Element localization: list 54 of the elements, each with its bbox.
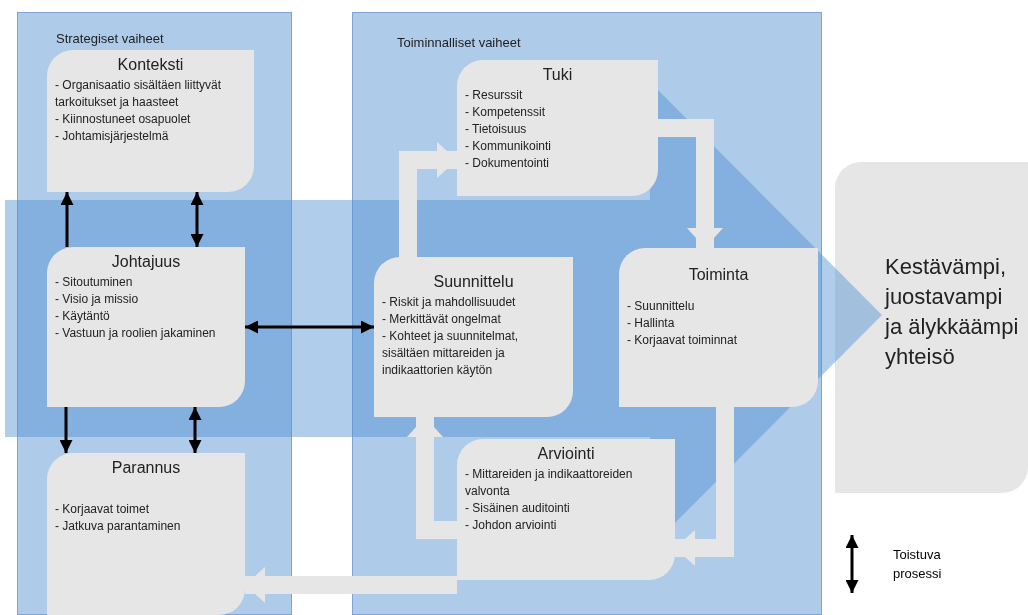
phase-panel	[352, 12, 822, 615]
block-arrow	[675, 407, 734, 566]
list-item: - Sitoutuminen	[55, 274, 134, 291]
process-box	[374, 257, 573, 417]
list-item: - Dokumentointi	[465, 155, 551, 172]
list-item: - Sisäinen auditointi	[465, 500, 571, 517]
process-box	[619, 248, 818, 407]
process-box	[457, 60, 658, 196]
block-arrow	[188, 407, 202, 453]
outcome-box	[835, 162, 1028, 493]
box-heading: Arviointi	[536, 445, 596, 463]
block-arrow	[59, 407, 73, 453]
list-item: - Johdon arviointi	[465, 517, 558, 534]
panel-title: Toiminnalliset vaiheet	[397, 35, 521, 50]
list-item: - Suunnittelu	[627, 298, 696, 315]
block-arrow	[60, 192, 74, 247]
box-heading: Suunnittelu	[432, 273, 515, 291]
list-item: - Organisaatio sisältäen liittyvät tarkoitukset ja haasteet	[55, 77, 223, 111]
list-item: - Visio ja missio	[55, 291, 140, 308]
process-box	[47, 453, 245, 615]
block-arrow	[399, 142, 457, 257]
list-item: - Käytäntö	[55, 308, 111, 325]
panel-title: Strategiset vaiheet	[56, 31, 164, 46]
process-box	[457, 439, 675, 580]
list-item: - Tietoisuus	[465, 121, 528, 138]
list-item: - Merkittävät ongelmat	[382, 311, 502, 328]
block-arrow	[658, 119, 723, 248]
list-item: - Kiinnostuneet osapuolet	[55, 111, 192, 128]
list-item: - Kompetenssit	[465, 104, 547, 121]
box-heading: Tuki	[541, 66, 574, 84]
list-item: - Resurssit	[465, 87, 524, 104]
list-item: - Hallinta	[627, 315, 676, 332]
list-item: - Riskit ja mahdollisuudet	[382, 294, 517, 311]
box-heading: Johtajuus	[110, 253, 182, 271]
phase-panel	[17, 12, 292, 615]
block-arrow	[245, 567, 457, 603]
list-item: - Kommunikointi	[465, 138, 553, 155]
box-heading: Konteksti	[116, 56, 185, 74]
list-item: - Vastuun ja roolien jakaminen	[55, 325, 217, 342]
list-item: - Johtamisjärjestelmä	[55, 128, 170, 145]
list-item: - Kohteet ja suunnitelmat, sisältäen mittareiden ja indikaattorien käytön	[382, 328, 520, 379]
process-box	[47, 247, 245, 407]
process-box	[47, 50, 254, 192]
block-arrow	[245, 320, 374, 334]
outcome-text: Kestävämpi, juostavampi ja älykkäämpi yhteisö	[885, 253, 1020, 371]
list-item: - Mittareiden ja indikaattoreiden valvonta	[465, 466, 634, 500]
box-heading: Parannus	[110, 459, 182, 477]
list-item: - Korjaavat toimet	[55, 501, 151, 518]
block-arrow	[190, 192, 204, 247]
list-item: - Jatkuva parantaminen	[55, 518, 182, 535]
block-arrow	[407, 417, 457, 539]
box-heading: Toiminta	[687, 266, 750, 284]
legend-label: Toistuva prosessi	[893, 546, 943, 583]
list-item: - Korjaavat toiminnat	[627, 332, 739, 349]
